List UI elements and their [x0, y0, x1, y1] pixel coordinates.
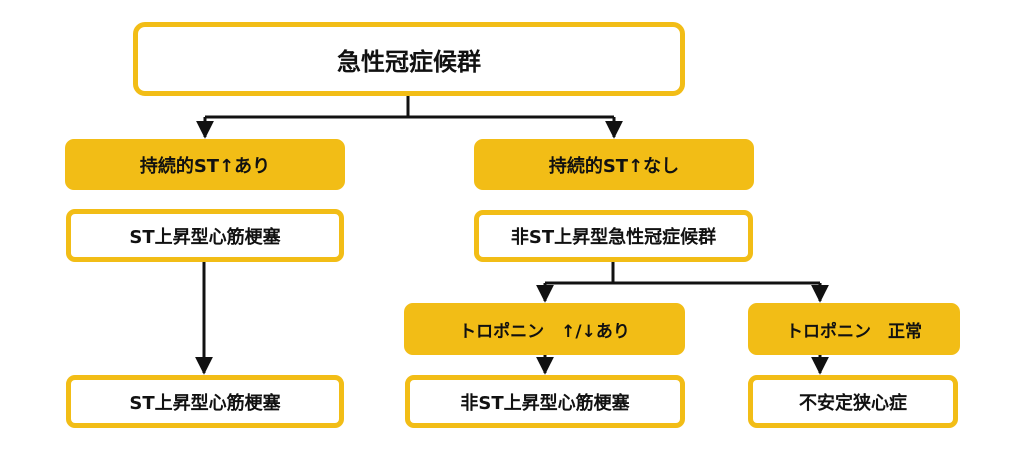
node-unstable-angina: 不安定狭心症 [748, 375, 958, 428]
node-label: ST上昇型心筋梗塞 [129, 392, 281, 414]
node-troponin-normal: トロポニン 正常 [748, 303, 960, 355]
node-label: 非ST上昇型心筋梗塞 [460, 392, 630, 414]
node-nstemi: 非ST上昇型心筋梗塞 [405, 375, 685, 428]
node-nste-acs: 非ST上昇型急性冠症候群 [474, 210, 753, 262]
node-stemi: ST上昇型心筋梗塞 [66, 209, 344, 262]
node-troponin-elevated: トロポニン ↑/↓あり [404, 303, 685, 355]
node-label: 不安定狭心症 [799, 392, 907, 414]
node-label: 持続的ST↑なし [548, 155, 680, 177]
node-acute-coronary-syndrome: 急性冠症候群 [133, 22, 685, 96]
node-label: ST上昇型心筋梗塞 [129, 226, 281, 248]
node-label: 急性冠症候群 [337, 47, 481, 76]
node-label: トロポニン 正常 [786, 321, 922, 342]
node-stemi-final: ST上昇型心筋梗塞 [66, 375, 344, 428]
node-label: 持続的ST↑あり [139, 155, 271, 177]
node-no-persistent-st-elevation: 持続的ST↑なし [474, 139, 754, 190]
node-persistent-st-elevation: 持続的ST↑あり [65, 139, 345, 190]
node-label: トロポニン ↑/↓あり [459, 321, 630, 342]
node-label: 非ST上昇型急性冠症候群 [510, 227, 717, 248]
